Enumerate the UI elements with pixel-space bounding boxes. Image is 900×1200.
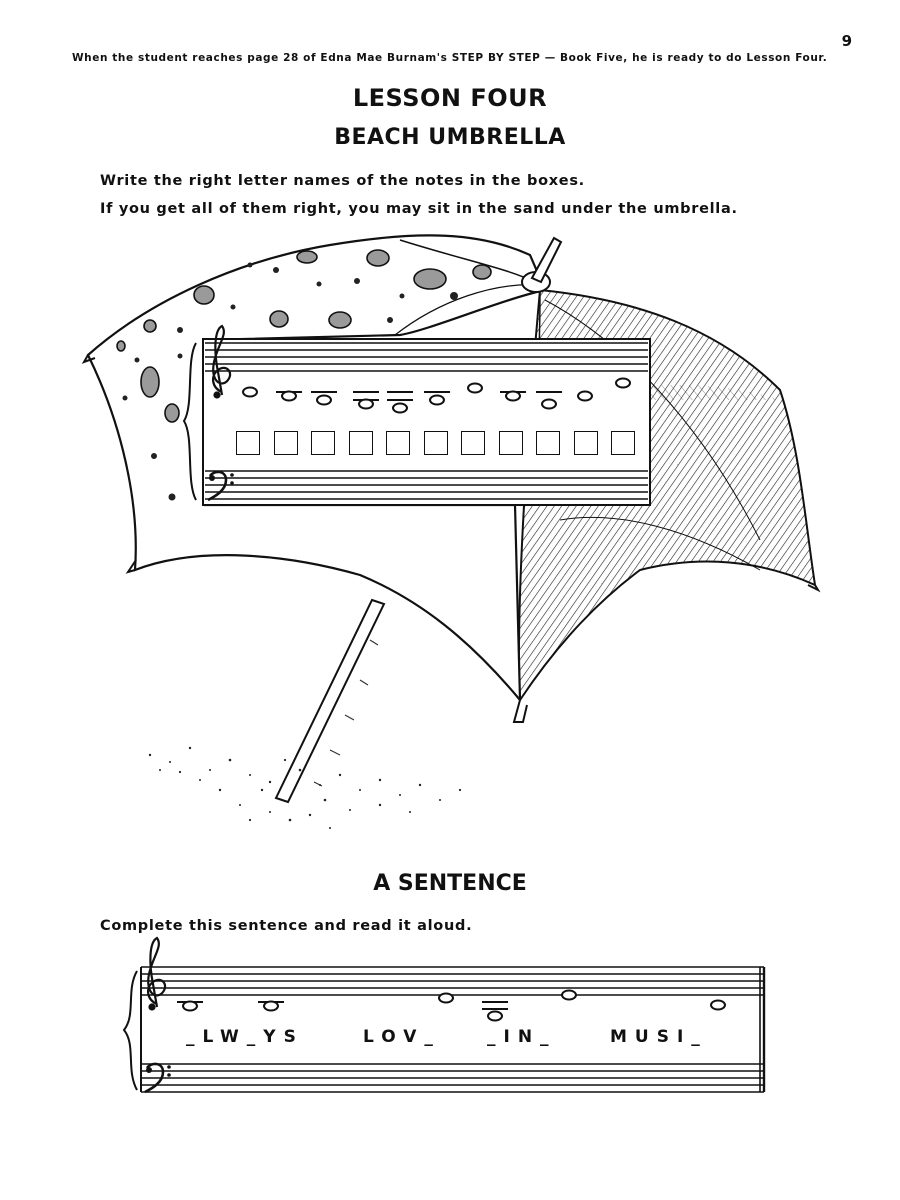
sentence-title: A SENTENCE [373, 871, 527, 896]
sentence-word-4[interactable]: MUSI_ [610, 1027, 708, 1047]
whole-note-icon [536, 391, 562, 410]
whole-note-icon [438, 992, 454, 1004]
treble-staff [205, 342, 648, 372]
sentence-word-3[interactable]: _IN_ [487, 1027, 557, 1047]
whole-note-icon [615, 377, 631, 389]
whole-note-icon [710, 999, 726, 1011]
whole-note-icon [177, 1000, 203, 1012]
answer-box[interactable] [423, 431, 448, 455]
instruction-line-1: Write the right letter names of the note… [100, 173, 585, 189]
lesson-title: LESSON FOUR [352, 84, 548, 112]
section-title: BEACH UMBRELLA [334, 125, 566, 150]
sentence-notes [177, 989, 726, 1022]
umbrella-polka-dots [116, 249, 492, 423]
answer-boxes [236, 431, 646, 457]
sentence-word-2[interactable]: LOV_ [363, 1027, 441, 1047]
answer-box[interactable] [536, 431, 560, 455]
answer-box[interactable] [461, 431, 485, 455]
answer-box[interactable] [386, 431, 410, 455]
whole-note-icon [311, 391, 337, 406]
umbrella-notes [242, 377, 631, 414]
intro-note: When the student reaches page 28 of Edna… [72, 52, 828, 64]
answer-box[interactable] [611, 431, 635, 455]
sentence-staff [122, 936, 766, 1094]
whole-note-icon [258, 1000, 284, 1012]
whole-note-icon [353, 391, 379, 410]
whole-note-icon [500, 390, 526, 402]
answer-box[interactable] [311, 431, 335, 455]
sentence-instruction: Complete this sentence and read it aloud… [100, 918, 473, 934]
instruction-line-2: If you get all of them right, you may si… [100, 201, 738, 217]
sentence-word-1[interactable]: _LW_YS [186, 1027, 304, 1047]
whole-note-icon [387, 391, 413, 414]
answer-box[interactable] [348, 431, 373, 455]
answer-box[interactable] [236, 431, 260, 455]
page-number: 9 [841, 32, 852, 50]
answer-box[interactable] [498, 431, 523, 455]
answer-box[interactable] [573, 431, 598, 455]
umbrella-tip [521, 236, 563, 293]
treble-clef-icon [212, 324, 232, 399]
treble-clef-icon [147, 936, 167, 1011]
whole-note-icon [424, 391, 450, 406]
whole-note-icon [577, 390, 593, 402]
bass-clef-icon [207, 470, 234, 502]
whole-note-icon [242, 386, 258, 398]
whole-note-icon [561, 989, 577, 1001]
bass-staff [205, 470, 648, 500]
bass-clef-icon [144, 1062, 171, 1094]
whole-note-icon [467, 382, 483, 394]
grand-staff-brace [182, 342, 197, 501]
sand [148, 746, 462, 829]
whole-note-icon [482, 1001, 508, 1022]
whole-note-icon [276, 390, 302, 402]
answer-box[interactable] [273, 431, 298, 455]
umbrella-pole [274, 598, 386, 804]
